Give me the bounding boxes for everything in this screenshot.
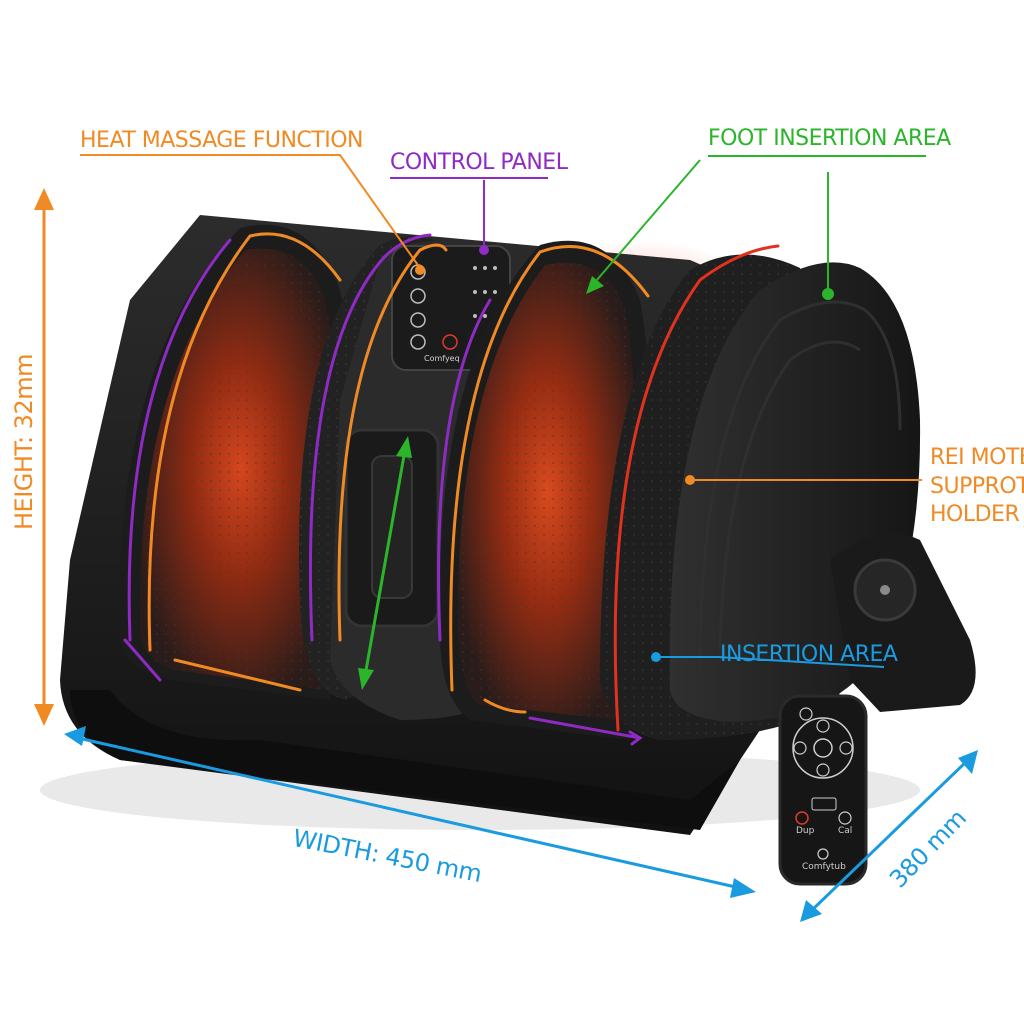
heat-dot bbox=[415, 265, 425, 275]
control-panel-indicators bbox=[473, 266, 497, 318]
stand-bracket bbox=[830, 533, 976, 712]
heat-outline bbox=[147, 232, 650, 714]
foot-insertion-label: FOOT INSERTION AREA bbox=[708, 126, 951, 151]
depth-arrow bbox=[800, 750, 978, 922]
control-dot bbox=[479, 245, 489, 255]
remote-label-a: Dup bbox=[796, 826, 815, 836]
remote-holder-line-3: HOLDER bbox=[930, 502, 1020, 528]
foot-arrow-head bbox=[586, 276, 604, 294]
foot-dot bbox=[822, 288, 834, 300]
leader-lines bbox=[80, 154, 926, 668]
control-outline bbox=[123, 233, 643, 746]
control-panel-buttons bbox=[410, 264, 458, 350]
green-height-arrow bbox=[358, 436, 412, 690]
insertion-dot bbox=[651, 652, 661, 662]
remote-label-b: Cal bbox=[838, 826, 853, 836]
width-arrow bbox=[64, 726, 756, 898]
remote-holder-line-2: SUPPROT bbox=[930, 473, 1024, 499]
red-outline bbox=[613, 244, 780, 732]
heat-massage-label: HEAT MASSAGE FUNCTION bbox=[80, 128, 363, 153]
base-front-ledge bbox=[70, 690, 740, 830]
remote-holder-line-1: REI MOTE bbox=[930, 445, 1024, 470]
height-arrow bbox=[34, 188, 54, 726]
control-panel-label: CONTROL PANEL bbox=[390, 150, 568, 175]
control-panel-brand: Comfyeq bbox=[424, 354, 460, 363]
remote-control[interactable] bbox=[778, 694, 868, 886]
remote-brand: Comfytub bbox=[802, 862, 846, 872]
insertion-area-label: INSERTION AREA bbox=[720, 642, 898, 667]
remote-dot bbox=[685, 475, 695, 485]
remote-holder-label: REI MOTE SUPPROT HOLDER bbox=[930, 444, 1024, 530]
height-label: HEIGHT: 32mm bbox=[10, 354, 38, 530]
